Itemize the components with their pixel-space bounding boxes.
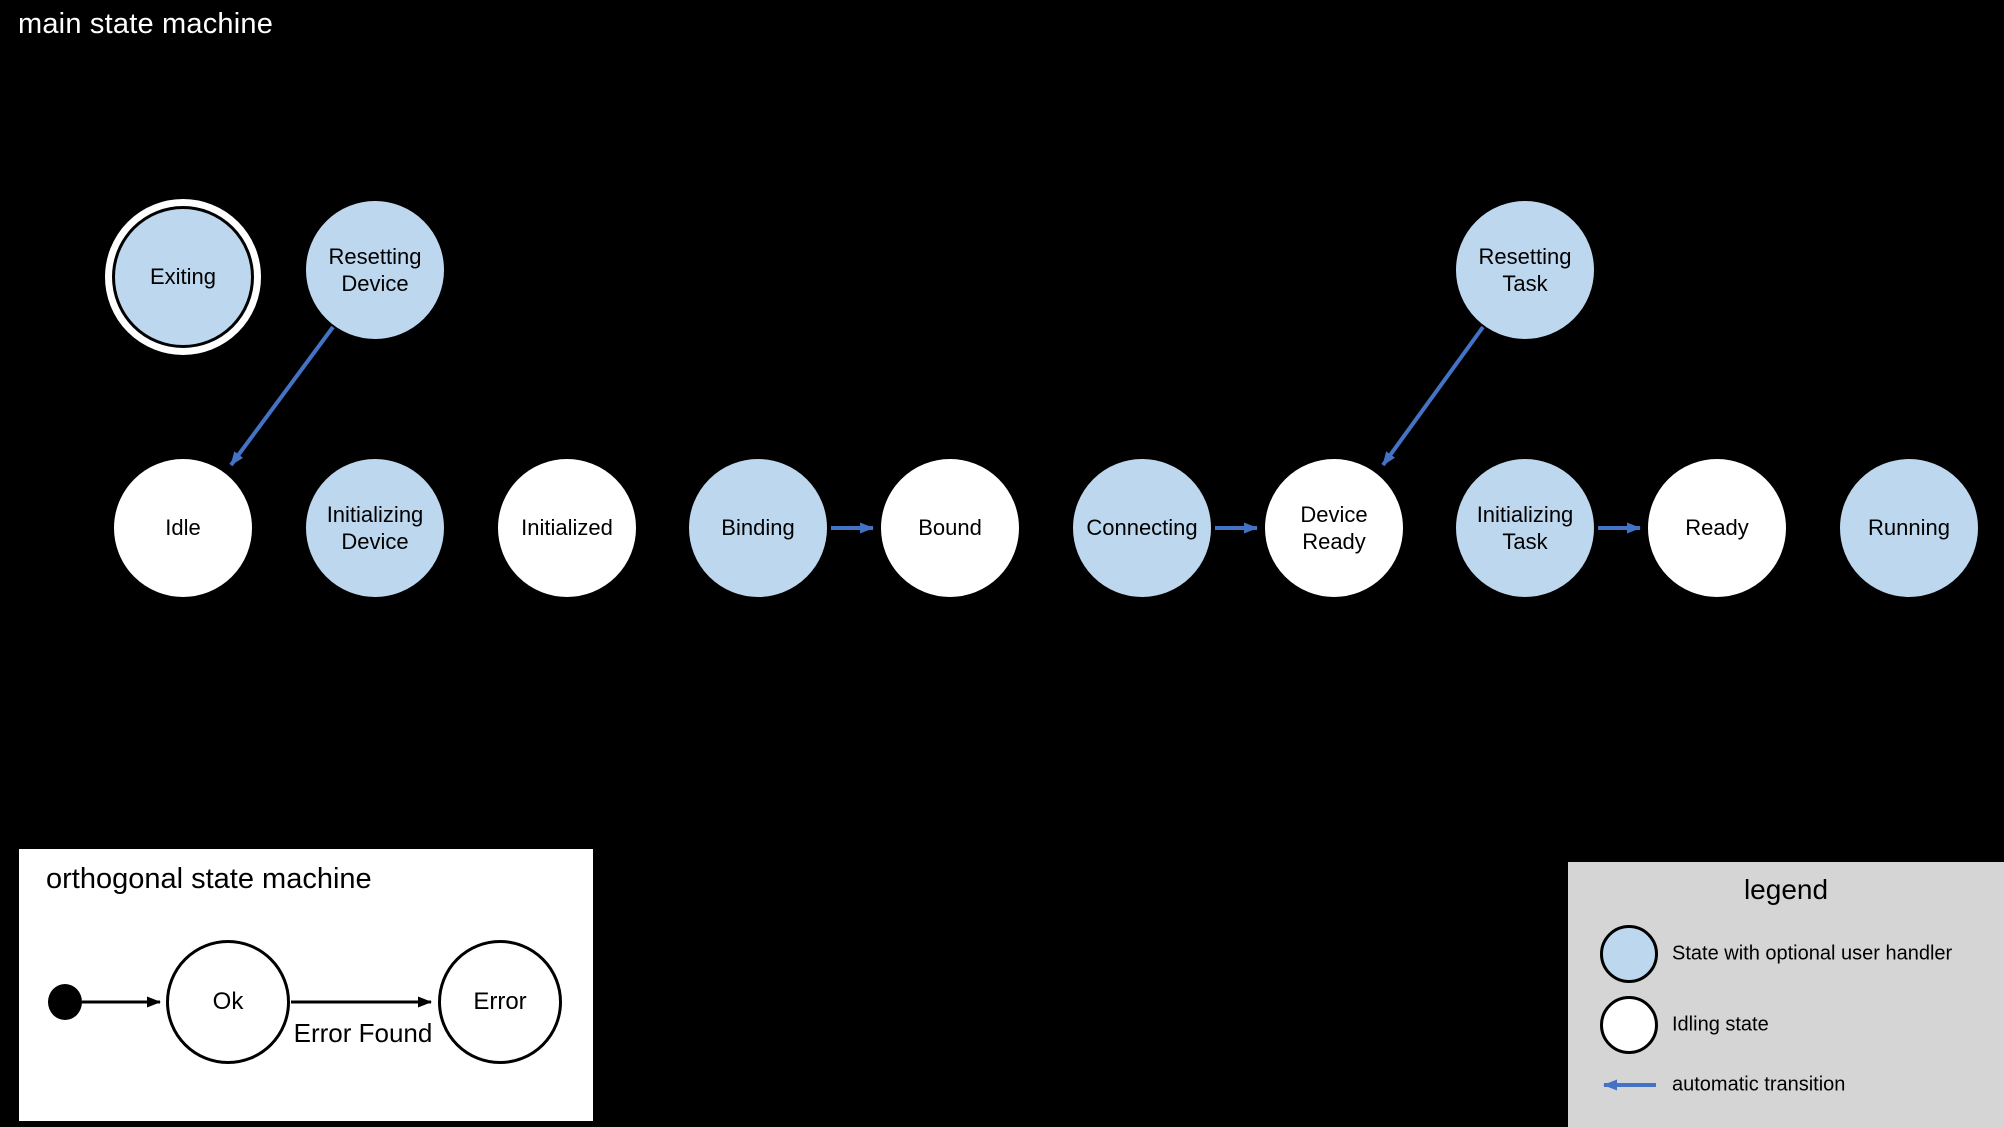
legend-handler-state-label: State with optional user handler — [1672, 942, 1953, 965]
orthogonal-machine-panel: orthogonal state machine Ok Error — [19, 849, 593, 1121]
legend-handler-state-circle — [1600, 925, 1658, 983]
state-running: Running — [1838, 457, 1980, 599]
state-ready: Ready — [1646, 457, 1788, 599]
state-idle: Idle — [112, 457, 254, 599]
state-device-ready: Device Ready — [1263, 457, 1405, 599]
state-initializing-device: Initializing Device — [304, 457, 446, 599]
state-resetting-device: Resetting Device — [304, 199, 446, 341]
legend-title: legend — [1743, 874, 1829, 905]
state-error: Error — [438, 940, 562, 1064]
state-ok: Ok — [166, 940, 290, 1064]
main-machine-title: main state machine — [18, 8, 274, 40]
legend-automatic-transition-label: automatic transition — [1672, 1073, 1846, 1096]
state-bound: Bound — [879, 457, 1021, 599]
state-initializing-task: Initializing Task — [1454, 457, 1596, 599]
legend-idling-state-label: Idling state — [1672, 1013, 1769, 1036]
transition-resetting-task-to-device-ready — [1381, 325, 1485, 467]
orthogonal-machine-title: orthogonal state machine — [46, 863, 372, 895]
state-connecting: Connecting — [1071, 457, 1213, 599]
legend-panel: legend State with optional user handler … — [1568, 862, 2004, 1127]
state-initialized: Initialized — [496, 457, 638, 599]
legend-idling-state-circle — [1600, 996, 1658, 1054]
state-exiting: Exiting — [105, 199, 261, 355]
state-binding: Binding — [687, 457, 829, 599]
state-resetting-task: Resetting Task — [1454, 199, 1596, 341]
transition-resetting-device-to-idle — [229, 325, 335, 467]
